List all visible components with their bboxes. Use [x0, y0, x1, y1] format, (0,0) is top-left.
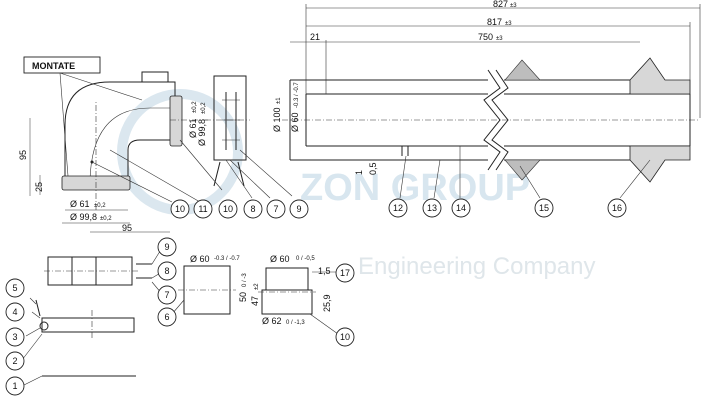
svg-text:10: 10 [223, 204, 233, 214]
pipe-assembly [282, 57, 700, 183]
svg-text:8: 8 [250, 204, 255, 214]
svg-text:9: 9 [164, 242, 169, 252]
montate-label: MONTATE [32, 61, 75, 71]
svg-text:7: 7 [273, 204, 278, 214]
exploded-plate [35, 299, 136, 377]
montate-box [23, 56, 101, 74]
callout-10-c: 10 [335, 327, 355, 347]
callout-9-b: 9 [157, 237, 177, 257]
dim-d61-tol: ±0,2 [94, 203, 106, 209]
dim-d998-v: Ø 99,8 [197, 119, 207, 146]
callout-17: 17 [335, 263, 355, 283]
dim-d100-tol: ±1 [276, 97, 282, 104]
svg-text:15: 15 [539, 203, 549, 213]
dim-h47: 47 [250, 296, 260, 306]
dim-d61: Ø 61 [70, 199, 90, 209]
callout-16: 16 [607, 198, 627, 218]
callout-15: 15 [534, 198, 554, 218]
clamp-side-view [205, 75, 250, 187]
callout-4: 4 [5, 302, 25, 322]
dim-inner: 817 [487, 17, 502, 27]
callout-7-a: 7 [266, 199, 286, 219]
dim-h25: 25 [34, 182, 44, 192]
svg-text:12: 12 [393, 203, 403, 213]
watermark-tagline: Engineering Company [358, 253, 595, 280]
callout-14: 14 [451, 198, 471, 218]
dim-total: 827 [493, 0, 508, 9]
callout-10-a: 10 [170, 199, 190, 219]
callout-8-b: 8 [157, 261, 177, 281]
svg-text:4: 4 [12, 307, 17, 317]
callout-12: 12 [388, 198, 408, 218]
dim-gap: 0,5 [368, 162, 378, 175]
svg-text:7: 7 [164, 290, 169, 300]
dim-h259: 25,9 [322, 294, 332, 312]
dim-d60-b-tol: 0 / -0,5 [296, 256, 315, 262]
dim-d60-a-tol: -0.3 / -0.7 [214, 256, 240, 262]
callout-5: 5 [5, 278, 25, 298]
dim-total-tol: ±3 [510, 3, 517, 9]
svg-text:6: 6 [164, 312, 169, 322]
callout-6: 6 [157, 307, 177, 327]
callout-11: 11 [193, 199, 213, 219]
dim-width: 95 [122, 223, 132, 233]
svg-text:5: 5 [12, 283, 17, 293]
dim-height: 95 [18, 150, 28, 160]
svg-text:8: 8 [164, 266, 169, 276]
svg-text:10: 10 [175, 204, 185, 214]
dim-d61-v: Ø 61 [188, 118, 198, 138]
dim-w15: 1,5 [318, 266, 331, 276]
svg-text:14: 14 [456, 203, 466, 213]
callout-balloons: 10 11 10 8 7 9 12 13 14 15 16 9 8 7 6 5 … [5, 198, 627, 396]
svg-text:1: 1 [12, 381, 17, 391]
callout-7-b: 7 [157, 285, 177, 305]
reducer [178, 265, 236, 315]
elbow-assembly [61, 71, 208, 210]
svg-text:2: 2 [12, 356, 17, 366]
dim-tube-tol: ±3 [496, 36, 503, 42]
dim-h50-tol: 0 / -3 [242, 273, 248, 287]
dim-d61-v-tol: ±0,2 [192, 101, 198, 113]
dim-d60-side: Ø 60 [290, 112, 300, 132]
svg-text:10: 10 [340, 332, 350, 342]
callout-13: 13 [422, 198, 442, 218]
callout-2: 2 [5, 351, 25, 371]
dim-inner-tol: ±3 [505, 21, 512, 27]
callout-8-a: 8 [243, 199, 263, 219]
dim-d60-a: Ø 60 [190, 254, 210, 264]
dim-d60-b: Ø 60 [270, 254, 290, 264]
svg-text:13: 13 [427, 203, 437, 213]
dim-h47-tol: ±2 [254, 283, 260, 290]
callout-9-a: 9 [289, 199, 309, 219]
dim-h50: 50 [238, 292, 248, 302]
dim-d998: Ø 99,8 [70, 212, 97, 222]
dim-d998-tol: ±0,2 [100, 216, 112, 222]
adapter [258, 267, 316, 315]
dim-d62: Ø 62 [262, 316, 282, 326]
svg-text:11: 11 [198, 204, 207, 214]
dim-d60-side-tol: -0.3 / -0.7 [294, 82, 300, 108]
callout-10-b: 10 [218, 199, 238, 219]
dim-tube: 750 [478, 32, 493, 42]
dim-d998-v-tol: ±0,2 [201, 102, 207, 114]
watermark-brand: ZON GROUP [300, 167, 530, 209]
svg-text:17: 17 [340, 268, 350, 278]
callout-3: 3 [5, 327, 25, 347]
svg-text:3: 3 [12, 332, 17, 342]
dim-one: 1 [354, 170, 364, 175]
dim-d100: Ø 100 [272, 107, 282, 132]
svg-text:16: 16 [612, 203, 622, 213]
exploded-clamp [44, 256, 152, 286]
dim-d62-tol: 0 / -1,3 [286, 320, 305, 326]
dim-offset: 21 [310, 32, 320, 42]
svg-text:9: 9 [296, 204, 301, 214]
callout-1: 1 [5, 376, 25, 396]
